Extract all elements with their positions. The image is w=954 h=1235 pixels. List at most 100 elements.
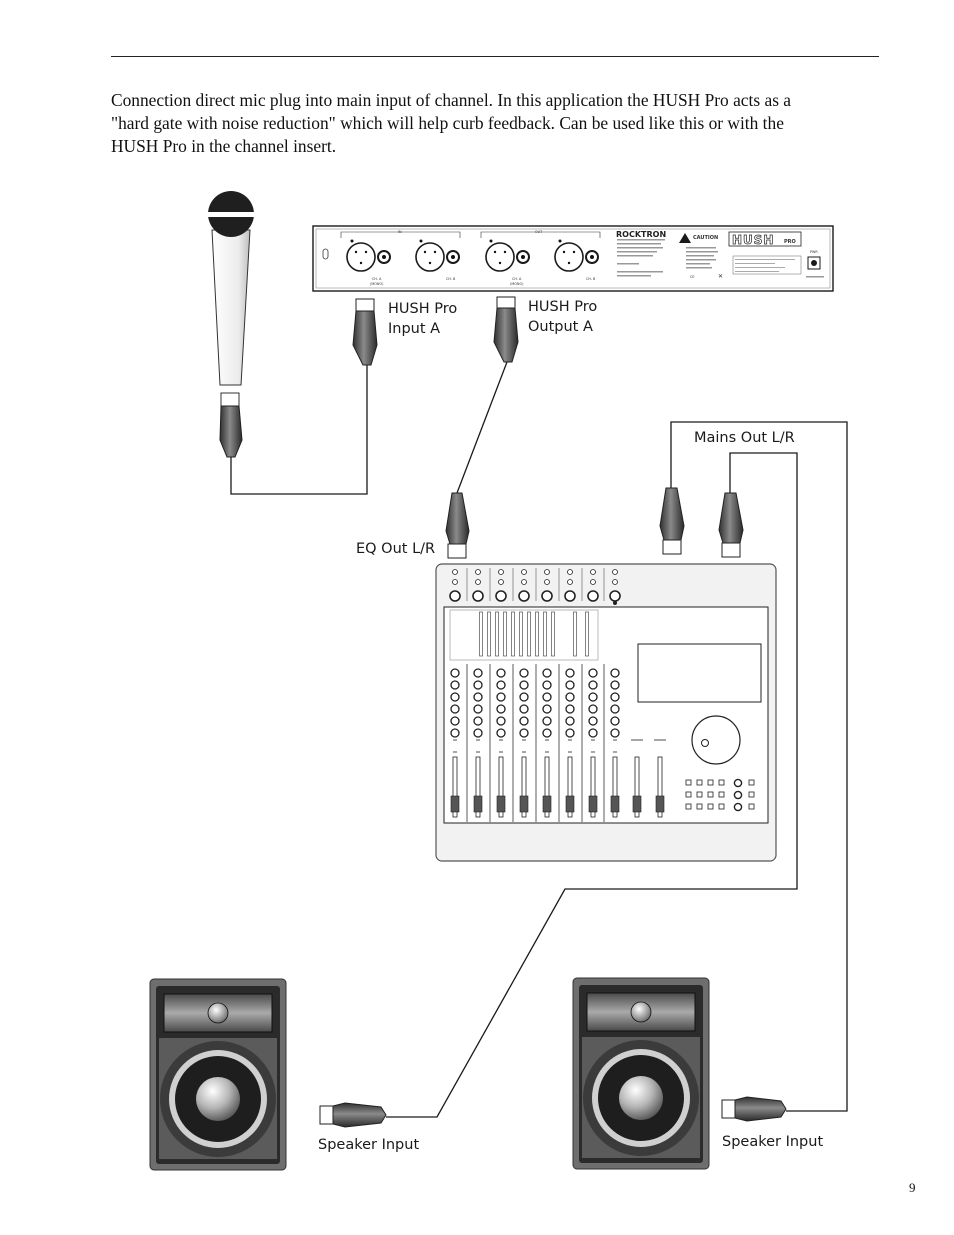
rack-hush-logo: HUSH [732, 233, 774, 247]
mixer-meter [573, 611, 577, 657]
mixer-meter [535, 611, 539, 657]
mic-cable [230, 365, 368, 495]
mixer-knob [542, 704, 552, 714]
mixer-input-jack [498, 569, 504, 575]
mixer-button [748, 791, 755, 798]
intro-paragraph: Connection direct mic plug into main inp… [111, 89, 881, 158]
mixer-knob [450, 728, 460, 738]
mixer-jack-dot [613, 601, 617, 605]
rack-weee-icon: ✕ [718, 273, 723, 280]
mixer-fader-track [452, 756, 458, 818]
mains-out-left-cable [670, 421, 848, 1112]
mixer-button [707, 803, 714, 810]
mixer-meter [543, 611, 547, 657]
mixer-knob [588, 692, 598, 702]
mixer-knob [565, 680, 575, 690]
mixer-button-grid [685, 778, 755, 812]
mixer-button [707, 779, 714, 786]
mixer-button [707, 791, 714, 798]
mixer-knob [496, 728, 506, 738]
mixer-fader-cap [565, 795, 575, 813]
mixer-knob [588, 728, 598, 738]
hush-output-label-line-1: HUSH Pro [528, 299, 597, 315]
hush-input-a-plug [352, 298, 378, 366]
mixer-knob [588, 680, 598, 690]
mixer-knob [610, 680, 620, 690]
mixer-knob [588, 716, 598, 726]
rack-input-a-xlr [346, 239, 391, 272]
rack-input-label: IN [398, 230, 402, 234]
mixer-button [718, 779, 725, 786]
mixer-knob [450, 716, 460, 726]
rack-output-b-xlr [554, 239, 599, 272]
mixer-xlr-jack [587, 590, 599, 602]
mixer-fader-cap [632, 795, 642, 813]
speaker-input-left-label: Speaker Input [318, 1137, 419, 1153]
mixer-fader-track [634, 756, 640, 818]
rack-hush-pro-suffix: PRO [784, 239, 796, 245]
rack-ce-mark: CE [690, 275, 695, 279]
mixer-button [718, 803, 725, 810]
mixer-fader-cap [610, 795, 620, 813]
mixer-fader-track [567, 756, 573, 818]
mixer-fader-track [475, 756, 481, 818]
mixer-xlr-jack [472, 590, 484, 602]
mixer-fader-track [498, 756, 504, 818]
mixer-input-jack [567, 569, 573, 575]
mixer-meter [519, 611, 523, 657]
mixer-knob [473, 668, 483, 678]
mixer-fader-track [544, 756, 550, 818]
mixer-knob [519, 692, 529, 702]
mixer-input-jack [475, 579, 481, 585]
mixer-button [685, 779, 692, 786]
intro-line-1: Connection direct mic plug into main inp… [111, 90, 792, 110]
mixer-button [685, 803, 692, 810]
mixer-fader-cap [496, 795, 506, 813]
mixer-fader-track [590, 756, 596, 818]
page-number: 9 [909, 1180, 916, 1195]
mixer-input-jack [590, 579, 596, 585]
hush-output-label-line-2: Output A [528, 319, 593, 335]
mixer-knob [565, 704, 575, 714]
mixer-knob [450, 668, 460, 678]
mixer-small-knob [733, 790, 743, 800]
mixer-display [637, 643, 762, 703]
speaker-left [149, 978, 287, 1171]
intro-line-2: "hard gate with noise reduction" which w… [111, 113, 784, 133]
mixer-knob [496, 716, 506, 726]
mixer-meter [511, 611, 515, 657]
rack-brand-logo: ROCKTRON [616, 230, 666, 239]
mixer-knob [496, 680, 506, 690]
hush-input-label-line-2: Input A [388, 321, 440, 337]
mixer-jog-wheel [691, 715, 741, 765]
hush-pro-rack-unit: IN OUT [312, 225, 834, 292]
rack-mono-in: (MONO) [370, 282, 384, 286]
mixer-channel-strips [449, 568, 666, 822]
mixer-knob [450, 680, 460, 690]
mixer-input-jack [452, 579, 458, 585]
mixer-knob [542, 728, 552, 738]
mixer-knob [565, 728, 575, 738]
mixer-fader-cap [450, 795, 460, 813]
rack-input-b-xlr [415, 239, 460, 272]
mixer-fader-cap [542, 795, 552, 813]
mixer-xlr-jack [449, 590, 461, 602]
mixer-knob [496, 668, 506, 678]
mixer-fader-cap [655, 795, 665, 813]
mixer-knob [588, 668, 598, 678]
hush-input-label-line-1: HUSH Pro [388, 301, 457, 317]
mixer-button [748, 803, 755, 810]
mixer-knob [610, 692, 620, 702]
mixer-knob [473, 716, 483, 726]
rack-caution: CAUTION [693, 235, 718, 241]
mixer-meter-bridge [449, 609, 599, 661]
mixer-knob [519, 680, 529, 690]
mixer-knob [565, 668, 575, 678]
mixer-fader-track [521, 756, 527, 818]
rack-ch-a-in: CH. A [372, 277, 382, 281]
mixer-fader-cap [473, 795, 483, 813]
mixing-console [435, 563, 777, 862]
mixer-xlr-jack [541, 590, 553, 602]
mixer-xlr-jack [495, 590, 507, 602]
mixer-fader-track [612, 756, 618, 818]
